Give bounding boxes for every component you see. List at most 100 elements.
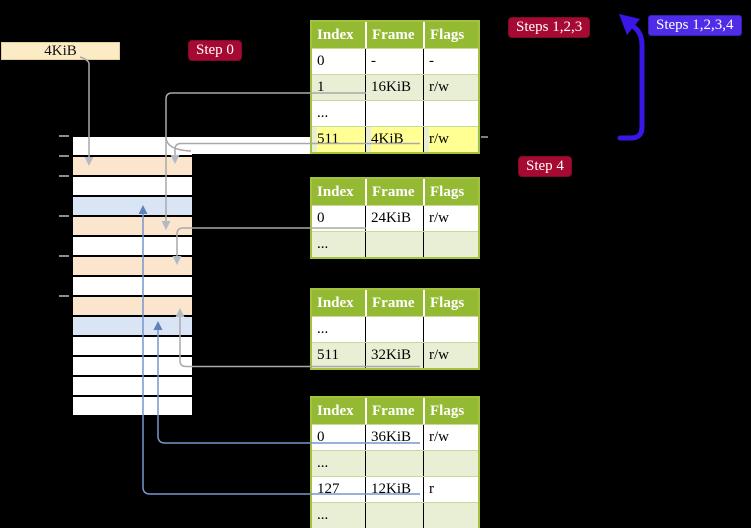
table-row: ... (312, 100, 478, 126)
cell-frame (365, 317, 423, 342)
page-table-1: Index Frame Flags 0 - - 1 16KiB r/w ... … (310, 20, 480, 154)
cell-index: ... (312, 232, 365, 257)
cell-text: 12KiB (371, 481, 412, 497)
cell-index: 0 (312, 49, 365, 74)
col-index: Index (317, 403, 354, 419)
memory-tick (59, 135, 69, 137)
memory-frame-row (73, 215, 192, 235)
cell-text: r/w (429, 79, 449, 95)
memory-tick (59, 255, 69, 257)
col-frame: Frame (365, 290, 423, 316)
recursive-arrow-shaft (617, 24, 645, 141)
table-header: Index Frame Flags (312, 179, 478, 205)
col-index: Index (317, 27, 354, 43)
badge-step4: Step 4 (518, 156, 572, 177)
physical-memory-column (71, 135, 194, 417)
table-row: 0 36KiB r/w (312, 424, 478, 450)
cell-frame: 36KiB (365, 425, 423, 450)
cell-flags (423, 317, 478, 342)
memory-frame-row (73, 155, 192, 175)
memory-frame-row (73, 335, 192, 355)
table-row: 511 32KiB r/w (312, 342, 478, 368)
col-flags: Flags (423, 179, 478, 205)
table-row: 127 12KiB r (312, 476, 478, 502)
col-flags: Flags (423, 398, 478, 424)
cell-text: 1 (317, 79, 325, 95)
cell-text: r/w (429, 429, 449, 445)
col-frame: Frame (365, 22, 423, 48)
memory-frame-row (73, 137, 192, 155)
cell-index: 511 (312, 127, 365, 152)
badge-step0: Step 0 (188, 40, 242, 61)
memory-frame-row (73, 315, 192, 335)
memory-frame-row (73, 355, 192, 375)
cell-index: 127 (312, 477, 365, 502)
cell-text: 32KiB (371, 347, 412, 363)
cell-text: - (371, 53, 376, 69)
cell-flags: r/w (423, 343, 478, 368)
cell-text: r (429, 481, 434, 497)
cell-frame: 24KiB (365, 206, 423, 231)
cell-flags (423, 232, 478, 257)
cell-frame (365, 451, 423, 476)
col-index: Index (317, 295, 354, 311)
frame-address-label: 4KiB (1, 42, 120, 60)
cell-text: 127 (317, 481, 340, 497)
page-table-4: Index Frame Flags 0 36KiB r/w ... 127 12… (310, 396, 480, 528)
cell-flags: r (423, 477, 478, 502)
badge-steps1234: Steps 1,2,3,4 (648, 15, 742, 36)
table-row: ... (312, 316, 478, 342)
cell-text: 0 (317, 429, 325, 445)
blank-frame-strip (191, 137, 310, 154)
memory-frame-row (73, 235, 192, 255)
col-flags: Flags (423, 290, 478, 316)
cell-text: 16KiB (371, 79, 412, 95)
cell-flags: - (423, 49, 478, 74)
cell-flags: r/w (423, 206, 478, 231)
cell-index: ... (312, 101, 365, 126)
table-row: ... (312, 450, 478, 476)
memory-tick (59, 215, 69, 217)
table-row-highlighted: 511 4KiB r/w (312, 126, 478, 152)
table-row: ... (312, 231, 478, 257)
memory-frame-row (73, 175, 192, 195)
cell-flags (423, 451, 478, 476)
cell-index: ... (312, 503, 365, 528)
table-row: 0 - - (312, 48, 478, 74)
cell-text: ... (317, 455, 329, 471)
cell-text: ... (317, 507, 329, 523)
table-row: 1 16KiB r/w (312, 74, 478, 100)
cell-text: 0 (317, 53, 325, 69)
memory-tick (59, 155, 69, 157)
cell-text: r/w (429, 347, 449, 363)
cell-text: 511 (317, 127, 365, 152)
cell-text: 511 (317, 347, 339, 363)
cell-text: 36KiB (371, 429, 412, 445)
cell-index: 0 (312, 206, 365, 231)
cell-frame (365, 232, 423, 257)
cell-frame: - (365, 49, 423, 74)
cell-frame (365, 503, 423, 528)
cell-text: 24KiB (371, 210, 412, 226)
cell-frame: 4KiB (365, 127, 423, 152)
cell-flags: r/w (423, 75, 478, 100)
col-frame: Frame (365, 179, 423, 205)
col-index: Index (317, 184, 354, 200)
badge-steps123: Steps 1,2,3 (508, 17, 591, 38)
memory-tick (59, 175, 69, 177)
cell-text: - (429, 53, 434, 69)
cell-index: 1 (312, 75, 365, 100)
col-flags: Flags (423, 22, 478, 48)
memory-frame-row (73, 395, 192, 415)
cell-text: ... (317, 105, 329, 121)
cell-frame: 32KiB (365, 343, 423, 368)
cell-text: ... (317, 321, 329, 337)
table-header: Index Frame Flags (312, 22, 478, 48)
cell-flags (423, 503, 478, 528)
cell-frame (365, 101, 423, 126)
cell-text: r/w (429, 127, 477, 152)
table-header: Index Frame Flags (312, 290, 478, 316)
page-table-3: Index Frame Flags ... 511 32KiB r/w (310, 288, 480, 370)
cell-index: 511 (312, 343, 365, 368)
